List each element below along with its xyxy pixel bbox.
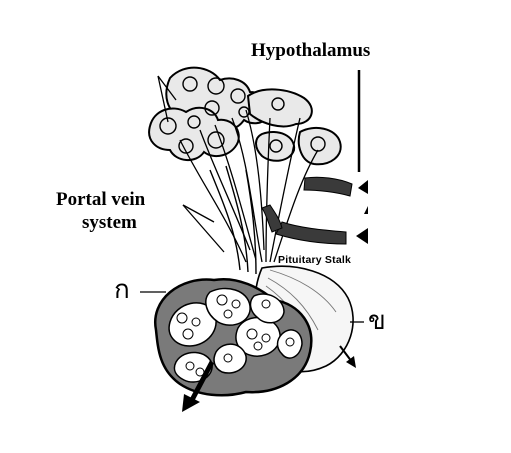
nuclei-cells xyxy=(159,76,326,154)
hypothalamus-label: Hypothalamus xyxy=(251,40,371,61)
portal-vein-vessels xyxy=(209,165,257,275)
anterior-lobe-marker: ก xyxy=(114,275,130,305)
portal-vein-leader-lines xyxy=(182,204,225,253)
posterior-lobe-marker: ข xyxy=(368,306,386,336)
nerve-fibres xyxy=(179,109,319,263)
anterior-lobe-cells xyxy=(176,294,295,377)
posterior-outflow-arrow xyxy=(339,345,356,368)
portal-vein-label-line1: Portal vein xyxy=(56,189,146,210)
artery-arrows xyxy=(356,180,368,244)
arteries xyxy=(261,176,353,245)
hypothalamic-nuclei xyxy=(148,66,342,166)
portal-vein-label-line2: system xyxy=(82,212,137,233)
anterior-outflow-arrow xyxy=(182,360,215,412)
pituitary-stalk-label: Pituitary Stalk xyxy=(278,254,352,266)
nuclei-leader-lines xyxy=(157,75,177,123)
